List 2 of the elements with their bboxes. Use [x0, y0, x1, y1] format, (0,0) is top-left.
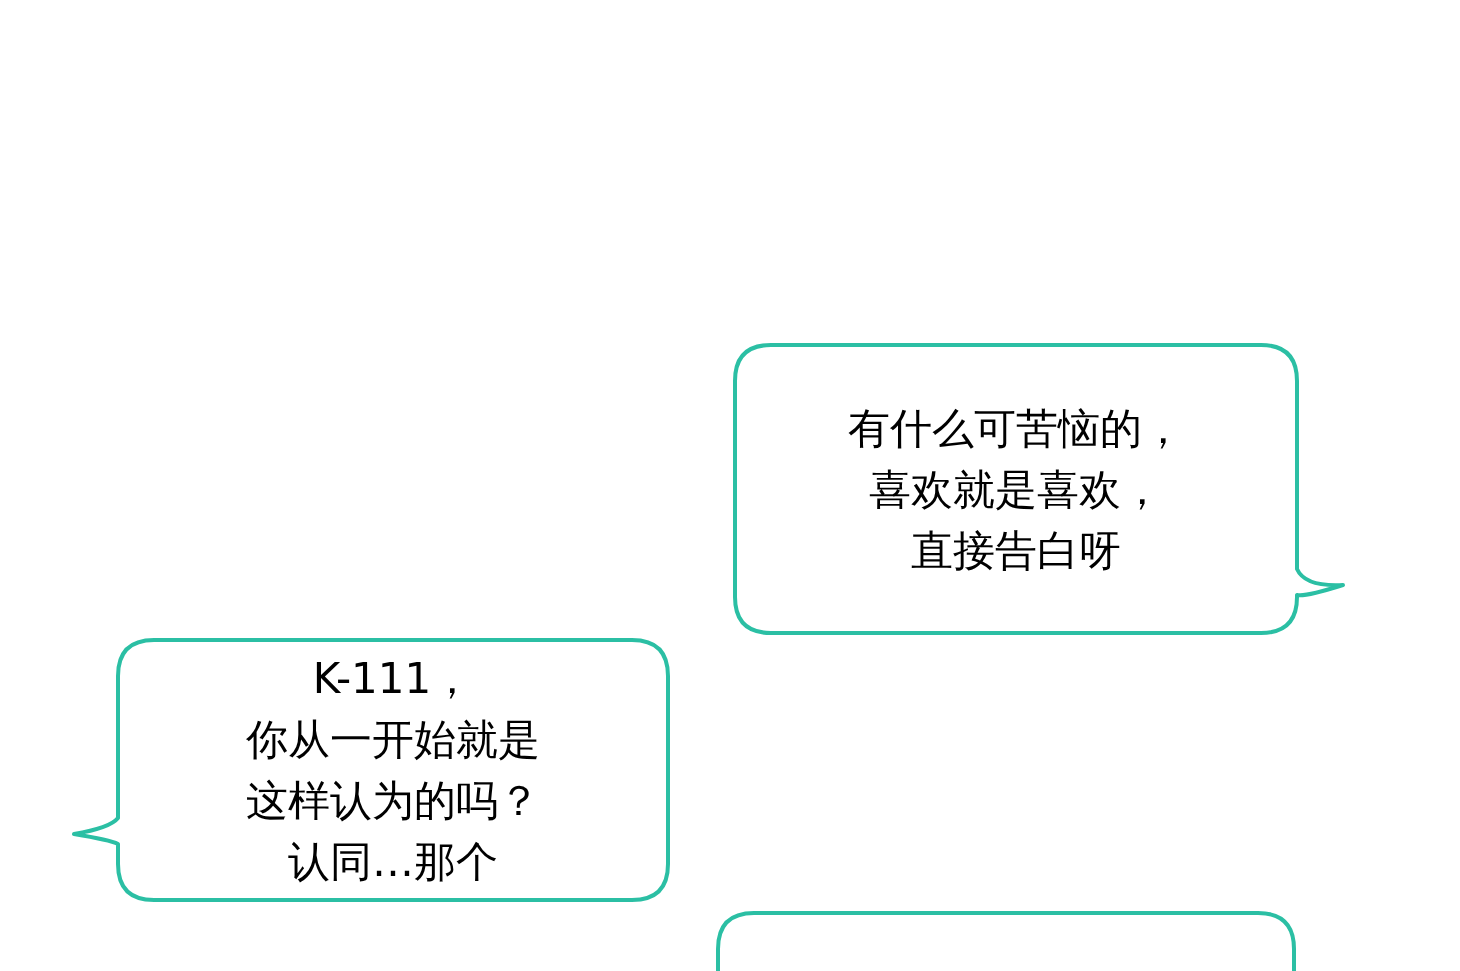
speech-text: 有什么可苦恼的，喜欢就是喜欢，直接告白呀 [848, 402, 1184, 577]
speech-text: K-111，你从一开始就是这样认为的吗？认同…那个 [246, 653, 540, 888]
